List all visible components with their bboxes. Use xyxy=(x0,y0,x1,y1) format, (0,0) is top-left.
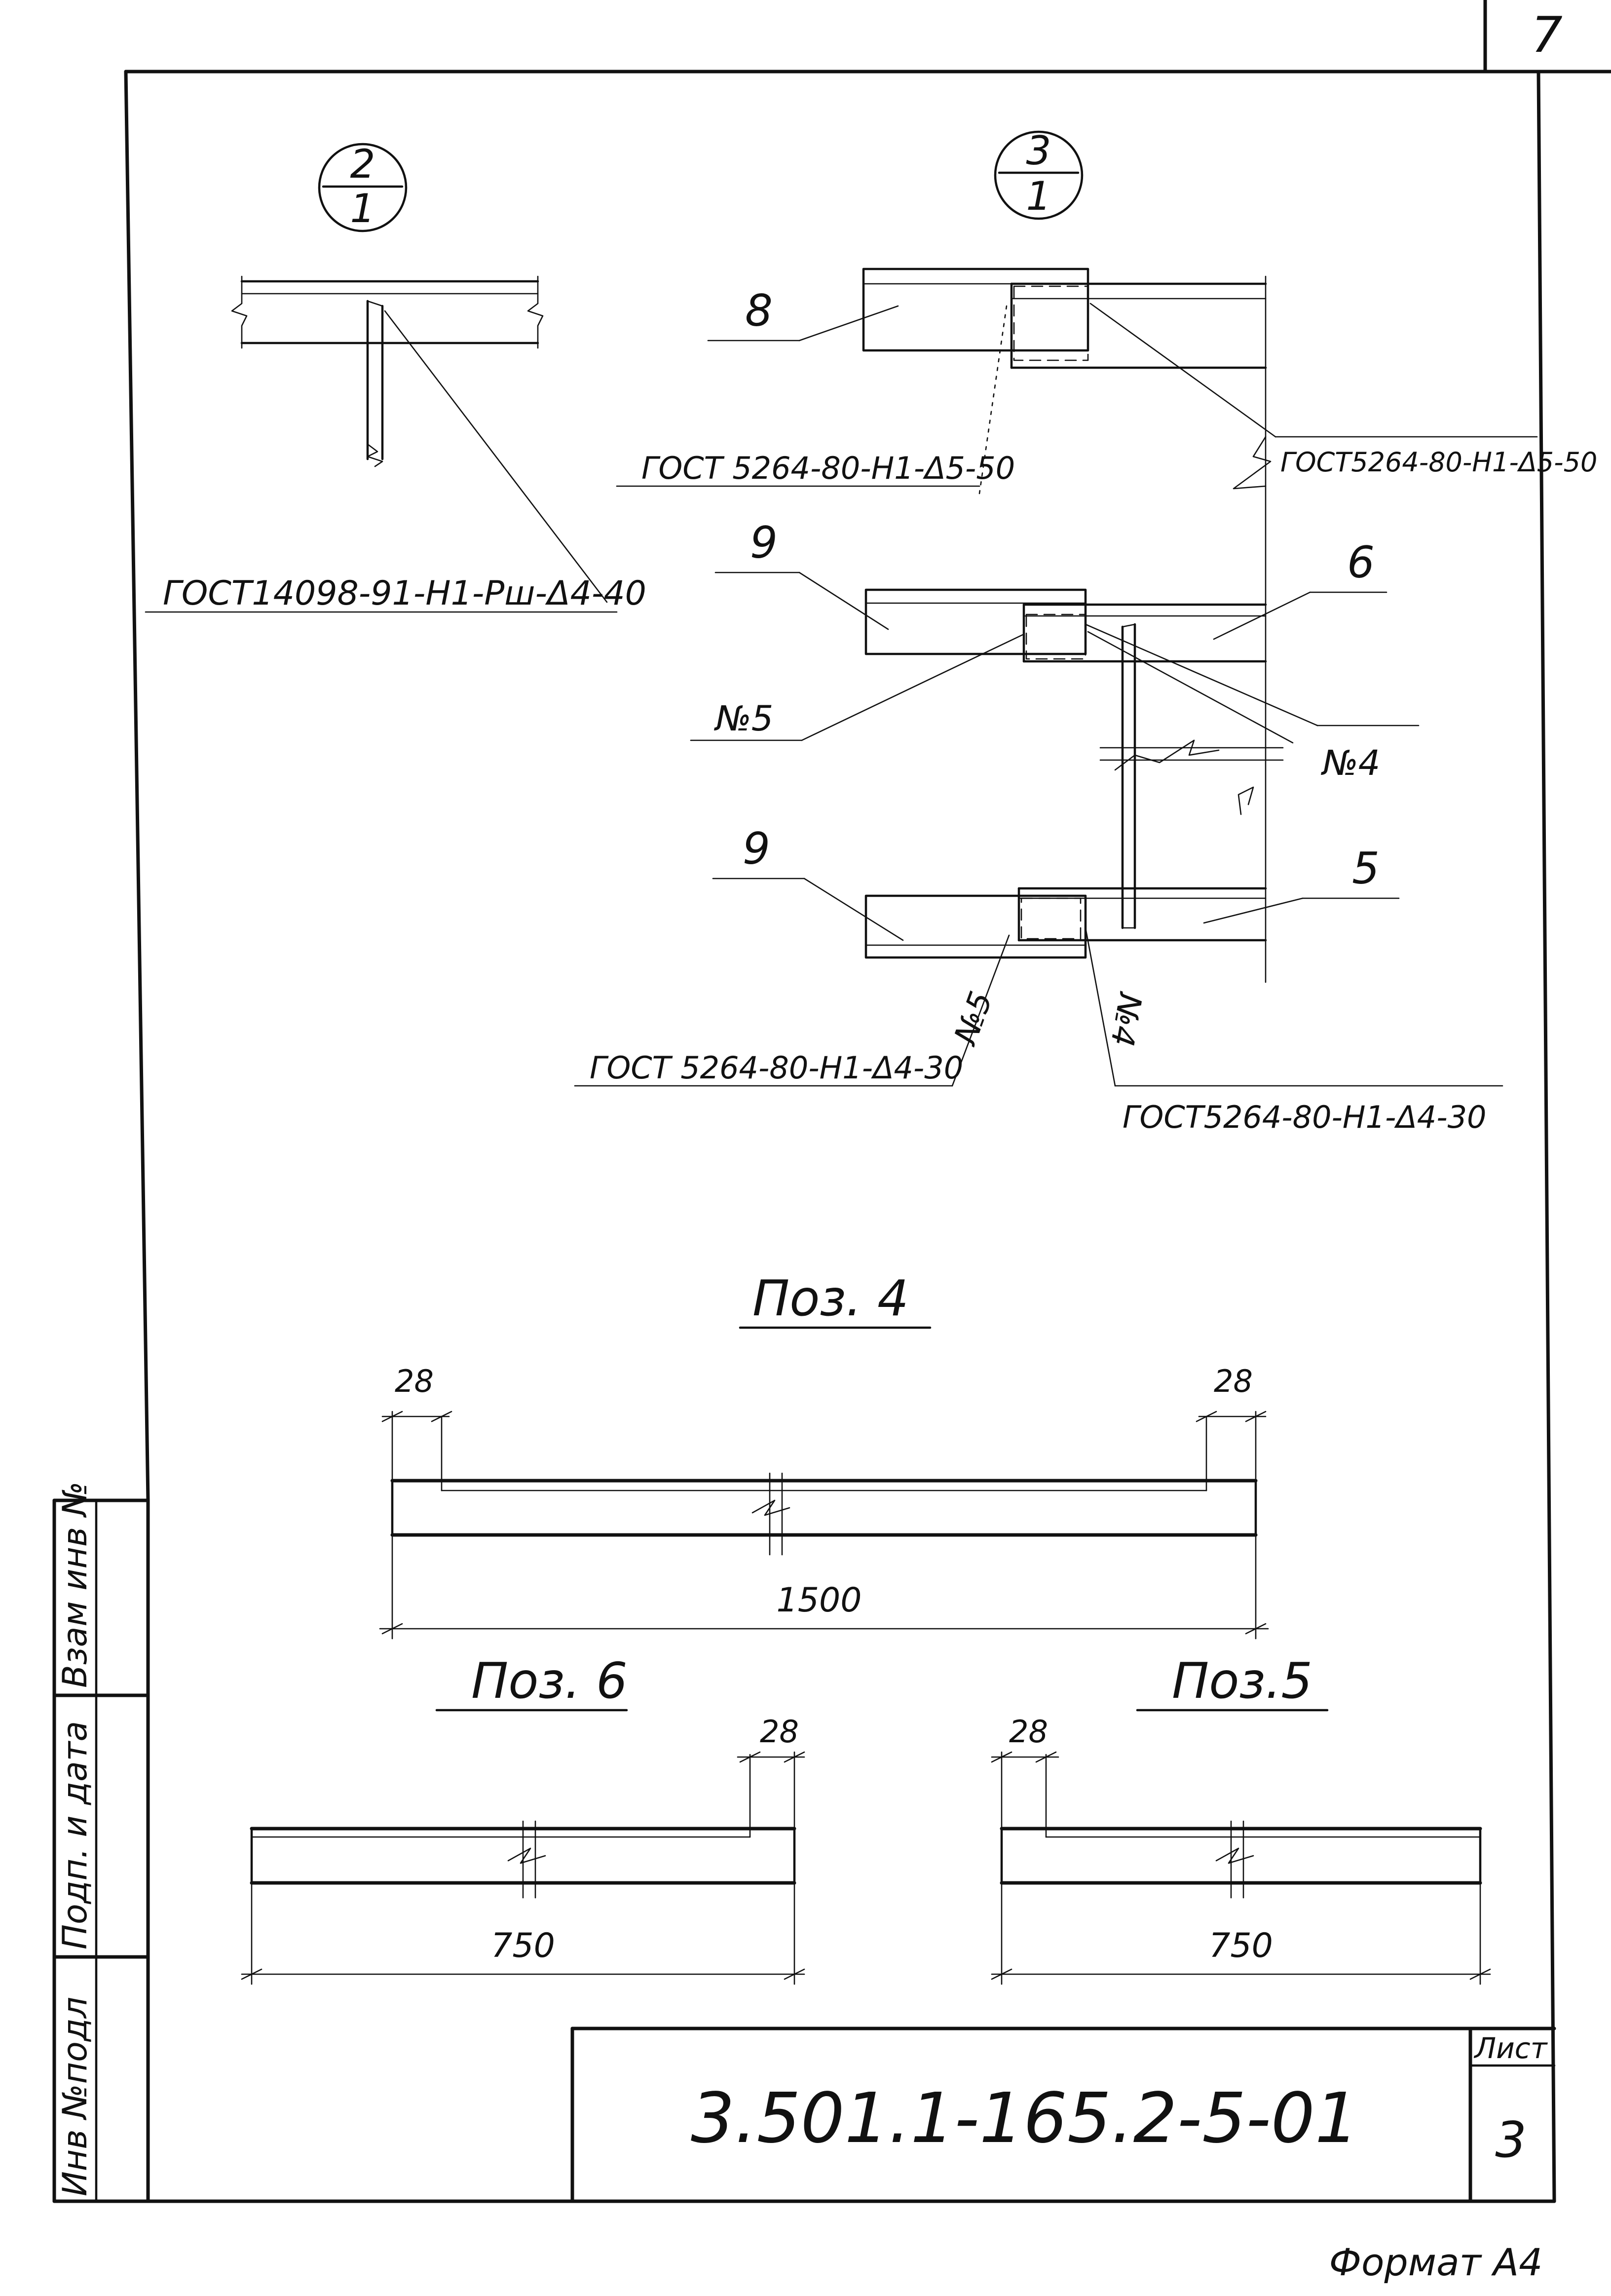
format-label: Формат А4 xyxy=(1329,2240,1543,2284)
node-2-detail xyxy=(145,275,618,613)
node-3-weld-no4-upper: №4 xyxy=(1320,743,1380,783)
node-3-weld-note-right-bottom: ГОСТ5264-80-Н1-Δ4-30 xyxy=(1123,1099,1487,1135)
pos5-title: Поз.5 xyxy=(1172,1652,1312,1710)
node-2-marker xyxy=(318,143,408,232)
title-block xyxy=(570,2027,1556,2203)
margin-stamp xyxy=(52,1498,150,2203)
document-code: 3.501.1-165.2-5-01 xyxy=(691,2078,1359,2159)
node-3-weld-note-left-top: ГОСТ 5264-80-Н1-Δ5-50 xyxy=(641,450,1015,486)
stamp-field-replacement-inv: Взам инв № xyxy=(56,1482,95,1688)
node-3-pos-9-bottom: 9 xyxy=(743,823,770,874)
stamp-field-original-inv: Инв №подл xyxy=(56,1997,95,2196)
pos5-angle-drawing xyxy=(991,1751,1491,1985)
node-3-weld-no4-lower: №4 xyxy=(1103,989,1149,1049)
node-3-pos-5: 5 xyxy=(1352,843,1380,894)
sheet-frame xyxy=(52,0,1611,2203)
pos6-angle-drawing xyxy=(241,1751,805,1985)
pos4-angle-drawing xyxy=(379,1411,1269,1640)
node-2-marker-top: 2 xyxy=(350,141,375,187)
sheet-label: Лист xyxy=(1474,2031,1548,2065)
sheet-number: 3 xyxy=(1495,2111,1527,2169)
node-3-marker-bottom: 1 xyxy=(1026,173,1051,219)
pos4-title: Поз. 4 xyxy=(752,1269,909,1327)
pos6-dim-end: 28 xyxy=(760,1714,799,1750)
pos5-dim-end: 28 xyxy=(1009,1714,1048,1750)
node-3-pos-9-top: 9 xyxy=(750,517,778,568)
pos4-dim-length: 1500 xyxy=(776,1581,862,1620)
pos4-dim-left: 28 xyxy=(395,1363,434,1399)
node-3-weld-note-right-top: ГОСТ5264-80-Н1-Δ5-50 xyxy=(1280,447,1597,478)
pos5-dim-length: 750 xyxy=(1209,1926,1273,1965)
stamp-field-signature-date: Подп. и дата xyxy=(56,1721,95,1950)
pos4-dim-right: 28 xyxy=(1214,1363,1253,1399)
node-3-pos-8: 8 xyxy=(745,285,773,336)
node-3-weld-no5-lower: №5 xyxy=(947,987,1000,1050)
pos6-title: Поз. 6 xyxy=(471,1652,628,1710)
node-3-pos-6: 6 xyxy=(1347,537,1375,588)
corner-sheet-number: 7 xyxy=(1531,6,1563,64)
pos6-dim-length: 750 xyxy=(491,1926,555,1965)
node-3-marker xyxy=(994,130,1084,220)
node-3-marker-top: 3 xyxy=(1026,128,1051,174)
node-3-weld-no5-upper: №5 xyxy=(713,698,773,739)
node-2-weld-note: ГОСТ14098-91-Н1-Рш-Δ4-40 xyxy=(163,574,646,613)
node-3-detail xyxy=(574,268,1538,1087)
node-3-weld-note-left-bottom: ГОСТ 5264-80-Н1-Δ4-30 xyxy=(590,1050,963,1086)
node-2-marker-bottom: 1 xyxy=(350,186,375,231)
